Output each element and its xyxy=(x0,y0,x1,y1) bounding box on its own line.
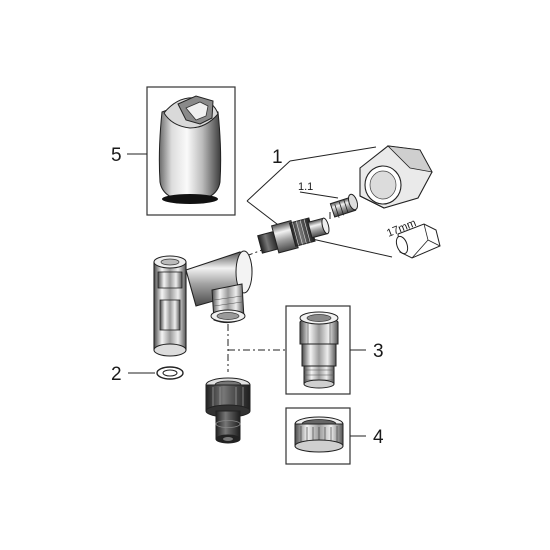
part-2-washer: 2 xyxy=(111,364,184,385)
part-4-ring-nut: 4 xyxy=(285,407,384,465)
callout-2: 2 xyxy=(111,364,122,385)
part-1-large-nut xyxy=(359,145,433,209)
callout-1: 1 xyxy=(272,147,283,168)
part-1-cartridge xyxy=(257,217,330,254)
part-5-cap-tab-face xyxy=(185,101,209,121)
part-1-1-small-bolt xyxy=(329,193,359,218)
main-valve-body xyxy=(153,250,253,357)
callout-1-1: 1.1 xyxy=(298,181,313,193)
callout-5: 5 xyxy=(111,145,122,166)
part-5-cap-base xyxy=(162,194,218,204)
hose-connector xyxy=(205,377,251,444)
part-5-cap: 5 xyxy=(111,86,236,216)
part-17mm-hex-key: 17mm xyxy=(385,217,441,259)
part-3-adapter: 3 xyxy=(285,305,384,395)
callout-3: 3 xyxy=(373,341,384,362)
callout-4: 4 xyxy=(373,427,384,448)
